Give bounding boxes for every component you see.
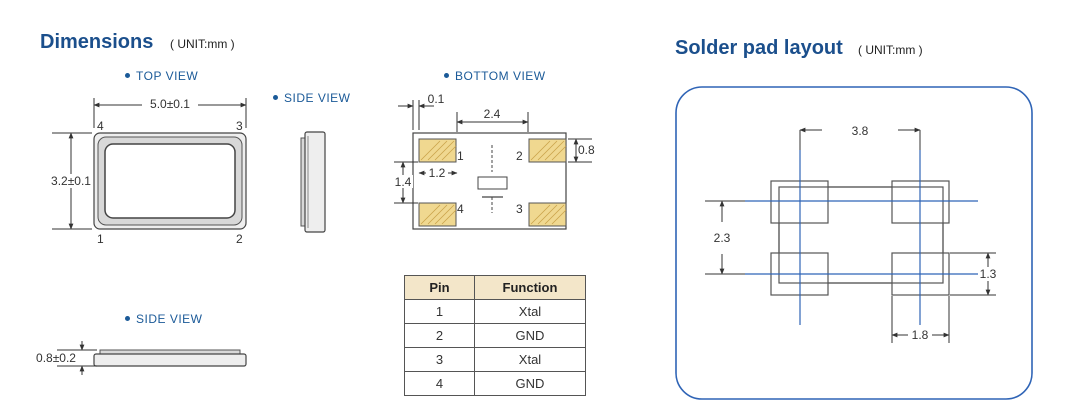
bottom-view-label: BOTTOM VIEW [444, 69, 546, 83]
pin-cell: 3 [404, 347, 475, 372]
top-view: 5.0±0.1 3.2±0.1 4 3 1 2 [46, 97, 247, 246]
bottom-pin-1: 1 [457, 149, 464, 163]
solder-h-pitch-dim: 3.8 [852, 124, 869, 138]
pin-cell: 4 [404, 371, 475, 396]
solder-pad-height-dim: 1.3 [980, 267, 997, 281]
bottom-view: 0.1 2.4 1 2 4 3 0.8 [393, 92, 595, 230]
side-view-label-right-text: SIDE VIEW [284, 91, 351, 105]
bottom-pitch-dim: 2.4 [484, 107, 501, 121]
solder-pad-title: Solder pad layout [675, 37, 843, 59]
function-cell: GND [474, 323, 586, 348]
table-row: 1 Xtal [404, 299, 586, 324]
side-view-label-bottom: SIDE VIEW [125, 312, 203, 326]
function-cell: GND [474, 371, 586, 396]
bottom-pin-4: 4 [457, 202, 464, 216]
dimensions-unit: ( UNIT:mm ) [170, 37, 235, 51]
bottom-offset-dim: 0.1 [428, 92, 445, 106]
dimensions-title: Dimensions [40, 31, 154, 53]
side-view-label-bottom-text: SIDE VIEW [136, 312, 203, 326]
function-cell: Xtal [474, 299, 586, 324]
top-pin-4: 4 [97, 119, 104, 133]
solder-pad-unit: ( UNIT:mm ) [858, 43, 923, 57]
bullet-icon [125, 316, 130, 322]
pin-cell: 2 [404, 323, 475, 348]
bottom-height-dim: 1.4 [395, 175, 412, 189]
bullet-icon [444, 73, 449, 79]
bottom-width-dim: 1.2 [429, 166, 446, 180]
bullet-icon [125, 73, 130, 79]
side-view-bottom: 0.8±0.2 [32, 341, 247, 375]
solder-pad-layout: 3.8 2.3 1.3 1.8 [675, 86, 1033, 400]
top-view-width-dim: 5.0±0.1 [150, 97, 190, 111]
table-row: 3 Xtal [404, 347, 586, 372]
bottom-pin-2: 2 [516, 149, 523, 163]
pin-function-table: Pin Function 1 Xtal 2 GND 3 Xtal 4 GND [404, 275, 586, 396]
function-column-header: Function [474, 275, 586, 300]
top-pin-2: 2 [236, 232, 243, 246]
bottom-pad-height-dim: 0.8 [578, 143, 595, 157]
top-pin-1: 1 [97, 232, 104, 246]
top-view-height-dim: 3.2±0.1 [51, 174, 91, 188]
top-pin-3: 3 [236, 119, 243, 133]
pin-cell: 1 [404, 299, 475, 324]
table-row: 4 GND [404, 371, 586, 396]
pin-column-header: Pin [404, 275, 475, 300]
table-row: 2 GND [404, 323, 586, 348]
side-view-right [300, 131, 326, 233]
top-view-label: TOP VIEW [125, 69, 198, 83]
side-thickness-dim: 0.8±0.2 [36, 351, 76, 365]
solder-v-pitch-dim: 2.3 [714, 231, 731, 245]
top-view-label-text: TOP VIEW [136, 69, 199, 83]
table-header-row: Pin Function [404, 275, 586, 300]
solder-pad-width-dim: 1.8 [912, 328, 929, 342]
bottom-pin-3: 3 [516, 202, 523, 216]
bottom-view-label-text: BOTTOM VIEW [455, 69, 546, 83]
side-view-label-right: SIDE VIEW [273, 91, 351, 105]
bullet-icon [273, 95, 278, 101]
function-cell: Xtal [474, 347, 586, 372]
